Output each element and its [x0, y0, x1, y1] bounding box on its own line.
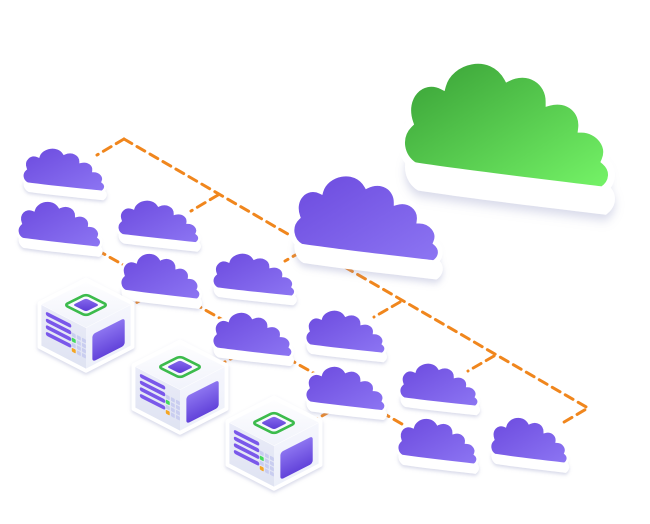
small-cloud-6 — [15, 198, 103, 257]
branch-to-cloud-5 — [466, 354, 496, 373]
server-1 — [40, 280, 132, 370]
small-cloud-10-top — [395, 415, 480, 467]
small-cloud-3-top — [210, 250, 297, 299]
small-cloud-11-top — [488, 414, 570, 466]
branch-to-cloud-2 — [189, 193, 220, 213]
small-cloud-2-top — [115, 197, 201, 245]
small-cloud-6-top — [15, 198, 103, 250]
small-cloud-5-top — [397, 360, 481, 409]
small-cloud-10 — [395, 415, 480, 474]
small-cloud-11 — [488, 414, 570, 473]
servers — [40, 280, 320, 488]
small-cloud-1-top — [20, 145, 107, 194]
small-cloud-8-top — [210, 309, 295, 359]
branch-to-cloud-1 — [95, 137, 126, 157]
small-cloud-9 — [303, 363, 388, 421]
clouds — [15, 60, 615, 474]
server-2 — [134, 342, 226, 432]
small-cloud-1 — [20, 145, 107, 201]
small-cloud-8 — [210, 309, 295, 367]
server-3 — [228, 398, 320, 488]
large-green-cloud-top — [402, 60, 612, 191]
large-green-cloud — [402, 60, 615, 215]
small-cloud-2 — [115, 197, 201, 252]
branch-to-cloud-4 — [372, 300, 402, 319]
small-cloud-9-top — [303, 363, 388, 413]
small-cloud-7 — [118, 250, 203, 309]
small-cloud-7-top — [118, 250, 203, 302]
trunk-line — [122, 137, 591, 427]
